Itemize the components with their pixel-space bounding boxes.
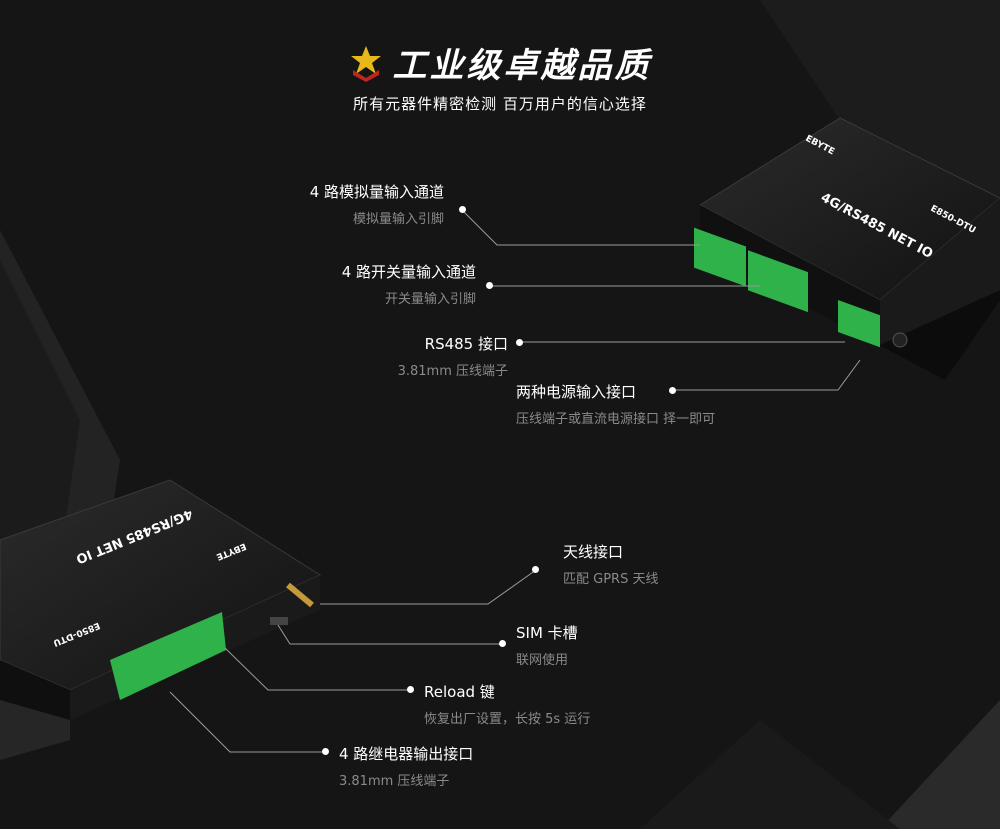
annotation-dot bbox=[407, 686, 414, 693]
device-top: 4G/RS485 NET IO EBYTE E850-DTU bbox=[694, 117, 1000, 380]
annotation-title: 两种电源输入接口 bbox=[516, 383, 637, 401]
annotation-analog-input: 4 路模拟量输入通道 模拟量输入引脚 bbox=[310, 181, 444, 227]
annotation-dot bbox=[322, 748, 329, 755]
terminal-block-switch bbox=[748, 250, 808, 313]
annotation-dot bbox=[516, 339, 523, 346]
star-badge-icon bbox=[350, 45, 381, 82]
annotation-reload: Reload 键 恢复出厂设置，长按 5s 运行 bbox=[424, 681, 590, 727]
annotation-dot bbox=[459, 206, 466, 213]
annotation-subtitle: 恢复出厂设置，长按 5s 运行 bbox=[424, 712, 591, 727]
bg-shard-left-inner bbox=[0, 260, 80, 600]
annotation-title: 天线接口 bbox=[563, 543, 624, 561]
annotation-power: 两种电源输入接口 压线端子或直流电源接口 择一即可 bbox=[516, 381, 715, 427]
annotation-subtitle: 压线端子或直流电源接口 择一即可 bbox=[516, 412, 716, 427]
bg-shard-bottom bbox=[640, 720, 900, 829]
annotation-dot bbox=[532, 566, 539, 573]
header: 工业级卓越品质 所有元器件精密检测 百万用户的信心选择 bbox=[0, 38, 1000, 114]
annotation-relay-output: 4 路继电器输出接口 3.81mm 压线端子 bbox=[339, 743, 473, 789]
terminal-block-rs485 bbox=[838, 300, 880, 348]
annotation-switch-input: 4 路开关量输入通道 开关量输入引脚 bbox=[342, 261, 476, 307]
antenna-connector bbox=[286, 582, 314, 608]
annotation-dot bbox=[669, 387, 676, 394]
annotation-subtitle: 匹配 GPRS 天线 bbox=[563, 572, 659, 587]
annotation-title: 4 路开关量输入通道 bbox=[341, 263, 476, 281]
annotation-subtitle: 开关量输入引脚 bbox=[384, 292, 476, 307]
annotation-dot bbox=[486, 282, 493, 289]
annotation-subtitle: 模拟量输入引脚 bbox=[352, 212, 444, 227]
annotation-title: RS485 接口 bbox=[424, 335, 508, 353]
bg-shard-bottom-right bbox=[880, 700, 1000, 829]
device-bottom: 4G/RS485 NET IO EBYTE E850-DTU bbox=[0, 479, 322, 760]
annotation-title: 4 路模拟量输入通道 bbox=[309, 183, 444, 201]
annotation-rs485: RS485 接口 3.81mm 压线端子 bbox=[398, 333, 508, 379]
leader-lines bbox=[169, 209, 861, 753]
sim-slot bbox=[270, 617, 288, 625]
annotation-antenna: 天线接口 匹配 GPRS 天线 bbox=[563, 541, 658, 587]
annotation-dot bbox=[499, 640, 506, 647]
page-subtitle: 所有元器件精密检测 百万用户的信心选择 bbox=[353, 95, 647, 113]
page-title: 工业级卓越品质 bbox=[392, 46, 652, 86]
annotation-subtitle: 3.81mm 压线端子 bbox=[397, 364, 508, 379]
annotation-title: 4 路继电器输出接口 bbox=[339, 745, 474, 763]
annotation-title: SIM 卡槽 bbox=[516, 624, 578, 642]
annotation-sim: SIM 卡槽 联网使用 bbox=[516, 622, 578, 668]
terminal-block-analog bbox=[694, 227, 746, 287]
annotation-title: Reload 键 bbox=[424, 683, 495, 701]
annotation-subtitle: 3.81mm 压线端子 bbox=[339, 774, 450, 789]
annotation-subtitle: 联网使用 bbox=[516, 653, 569, 668]
dc-jack bbox=[892, 332, 908, 348]
terminal-block-relay bbox=[110, 612, 226, 700]
